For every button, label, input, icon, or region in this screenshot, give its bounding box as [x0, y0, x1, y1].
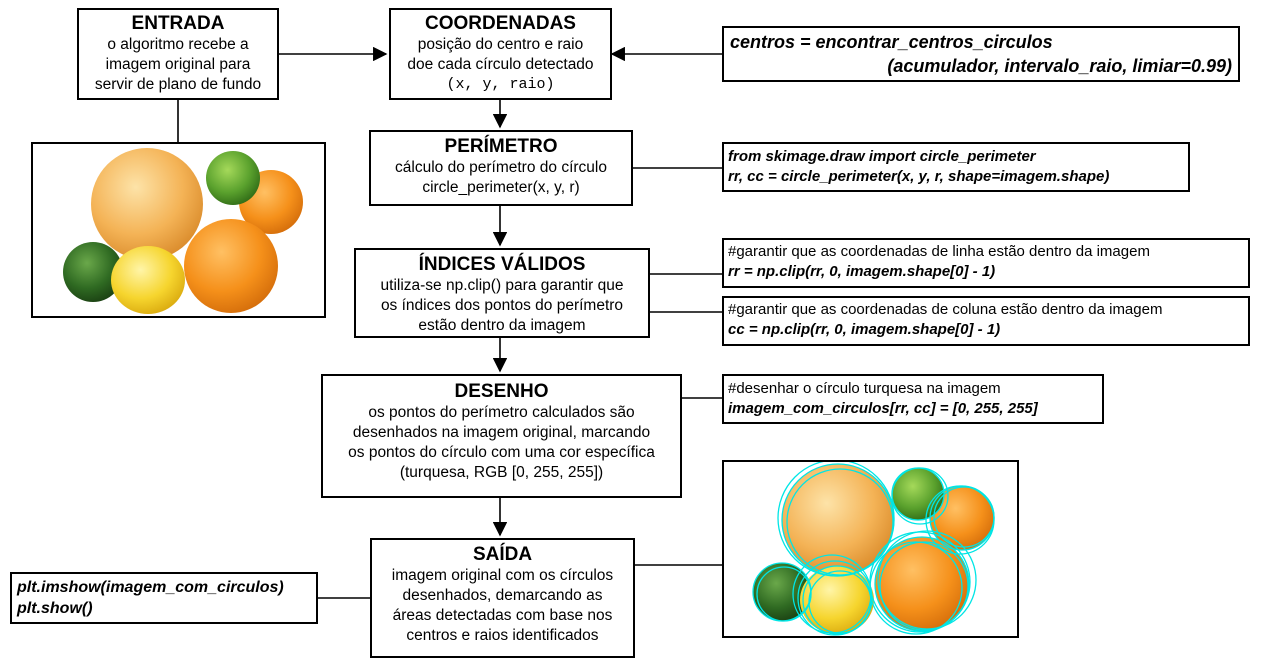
perimeter-code-box: from skimage.draw import circle_perimete…	[722, 142, 1190, 192]
back-orange-shape	[930, 486, 994, 550]
grapefruit-shape	[782, 464, 894, 576]
desenho-line: desenhados na imagem original, marcando	[352, 424, 651, 441]
detected-circles	[752, 462, 995, 636]
original-fruit-image	[31, 142, 326, 318]
perimetro-box: PERÍMETRO cálculo do perímetro do círcul…	[369, 130, 633, 206]
saida-box: SAÍDA imagem original com os círculos de…	[370, 538, 635, 658]
centros-code-box: centros = encontrar_centros_circulos (ac…	[722, 26, 1240, 82]
perimetro-title: PERÍMETRO	[444, 136, 558, 157]
desenho-title: DESENHO	[454, 381, 549, 402]
draw-code-box: #desenhar o círculo turquesa na imagem i…	[722, 374, 1104, 424]
lime-shape	[206, 151, 260, 205]
coordenadas-tuple: (x, y, raio)	[446, 76, 555, 93]
clip-rr-code-box: #garantir que as coordenadas de linha es…	[722, 238, 1250, 288]
draw-code: imagem_com_circulos[rr, cc] = [0, 255, 2…	[728, 400, 1038, 417]
detected-circle	[786, 468, 894, 576]
entrada-line: imagem original para	[105, 56, 251, 73]
lime-shape	[892, 468, 944, 520]
draw-comment: #desenhar o círculo turquesa na imagem	[728, 380, 1001, 397]
fruit-photo-with-circles	[752, 462, 995, 636]
clip-cc-code-box: #garantir que as coordenadas de coluna e…	[722, 296, 1250, 346]
clip-rr-comment: #garantir que as coordenadas de linha es…	[728, 243, 1150, 260]
perimetro-line: circle_perimeter(x, y, r)	[422, 179, 580, 196]
show-code-box: plt.imshow(imagem_com_circulos) plt.show…	[10, 572, 318, 624]
saida-line: desenhados, demarcando as	[402, 587, 603, 604]
detected-circle	[792, 554, 872, 634]
show-code-show: plt.show()	[17, 600, 93, 617]
coordenadas-line: posição do centro e raio	[417, 36, 584, 53]
desenho-line: (turquesa, RGB [0, 255, 255])	[399, 464, 604, 481]
desenho-box: DESENHO os pontos do perímetro calculado…	[321, 374, 682, 498]
centros-code-line: centros = encontrar_centros_circulos	[730, 32, 1053, 52]
detected-circle	[777, 462, 895, 577]
desenho-line: os pontos do círculo com uma cor específ…	[348, 444, 655, 461]
indices-line: estão dentro da imagem	[418, 317, 586, 334]
detected-circle	[756, 566, 812, 622]
perimeter-code-import: from skimage.draw import circle_perimete…	[728, 148, 1036, 165]
detected-circle	[797, 560, 873, 636]
saida-line: centros e raios identificados	[406, 627, 599, 644]
entrada-line: servir de plano de fundo	[94, 76, 262, 93]
detected-circle	[891, 467, 949, 525]
grapefruit-shape	[91, 148, 203, 260]
detected-circle	[879, 541, 969, 631]
fruit-photo	[63, 148, 303, 314]
detected-circle	[874, 536, 970, 632]
clip-cc-comment: #garantir que as coordenadas de coluna e…	[728, 301, 1163, 318]
result-fruit-image	[722, 460, 1019, 638]
centros-code-args: (acumulador, intervalo_raio, limiar=0.99…	[887, 56, 1232, 76]
entrada-line: o algoritmo recebe a	[107, 36, 249, 53]
perimetro-line: cálculo do perímetro do círculo	[395, 159, 607, 176]
lemon-shape	[800, 566, 874, 634]
saida-line: áreas detectadas com base nos	[392, 607, 613, 624]
entrada-box: ENTRADA o algoritmo recebe a imagem orig…	[77, 8, 279, 100]
indices-title: ÍNDICES VÁLIDOS	[418, 254, 586, 275]
clip-cc-code: cc = np.clip(rr, 0, imagem.shape[0] - 1)	[728, 321, 1001, 338]
coordenadas-box: COORDENADAS posição do centro e raio doe…	[389, 8, 612, 100]
indices-line: os índices dos pontos do perímetro	[380, 297, 624, 314]
saida-title: SAÍDA	[472, 544, 533, 565]
lemon-shape	[111, 246, 185, 314]
clip-rr-code: rr = np.clip(rr, 0, imagem.shape[0] - 1)	[728, 263, 996, 280]
orange-shape	[184, 219, 278, 313]
perimeter-code-call: rr, cc = circle_perimeter(x, y, r, shape…	[728, 168, 1110, 185]
show-code-imshow: plt.imshow(imagem_com_circulos)	[17, 579, 284, 596]
indices-line: utiliza-se np.clip() para garantir que	[380, 277, 624, 294]
coordenadas-line: doe cada círculo detectado	[407, 56, 594, 73]
dark-lime-shape	[63, 242, 123, 302]
indices-box: ÍNDICES VÁLIDOS utiliza-se np.clip() par…	[354, 248, 650, 338]
desenho-line: os pontos do perímetro calculados são	[368, 404, 635, 421]
entrada-title: ENTRADA	[131, 13, 225, 34]
saida-line: imagem original com os círculos	[391, 567, 614, 584]
orange-shape	[875, 537, 969, 631]
detected-circle	[877, 530, 977, 630]
coordenadas-title: COORDENADAS	[425, 13, 576, 34]
